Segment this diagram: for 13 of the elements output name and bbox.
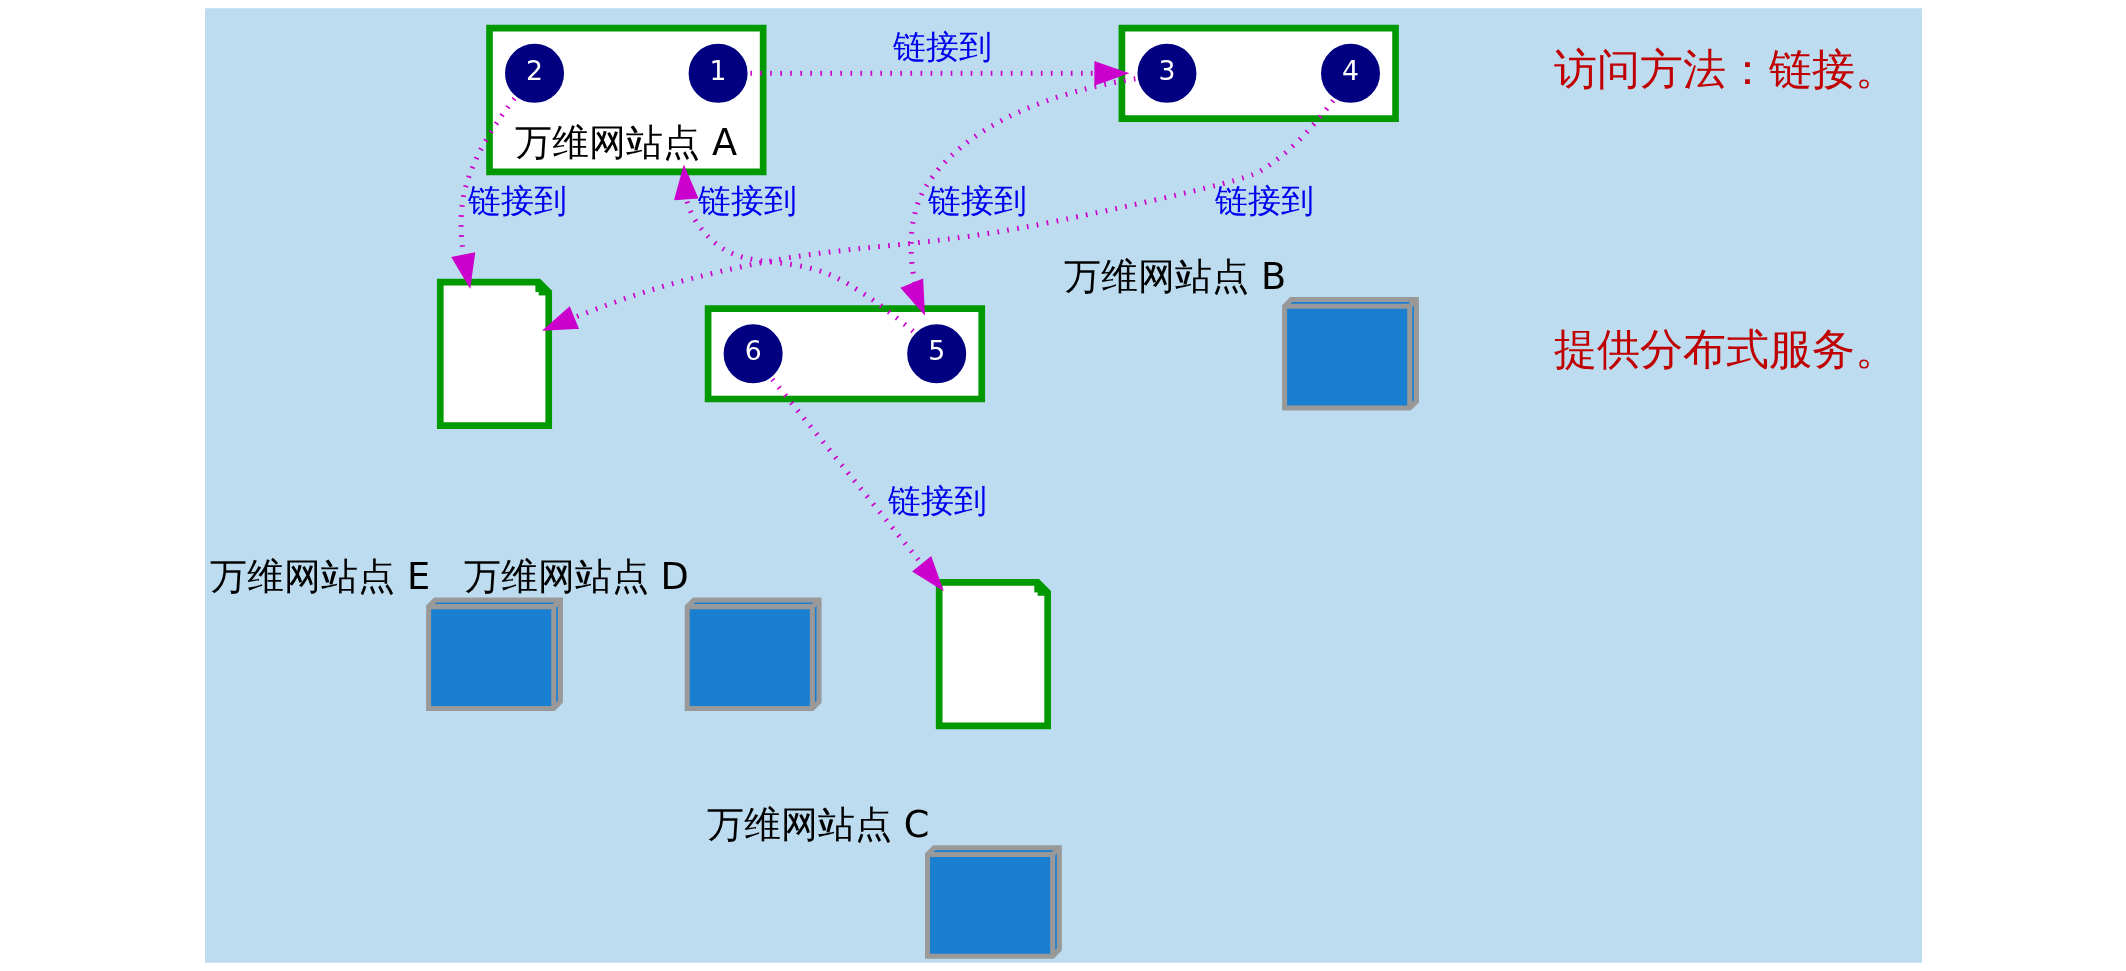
node-label: 万维网站点 C xyxy=(706,803,929,847)
node-label: 万维网站点 E xyxy=(209,555,430,599)
label: 访问方法：链接。 xyxy=(1553,43,1898,94)
edge-label: 链接到 xyxy=(1214,181,1314,220)
edge-label: 链接到 xyxy=(887,481,987,521)
node-label: 万维网站点 B xyxy=(1063,254,1286,298)
node-label: 万维网站点 D xyxy=(463,555,689,599)
label: 提供分布式服务。 xyxy=(1553,324,1898,375)
edge-label: 链接到 xyxy=(927,181,1027,220)
node-label: 万维网站点 A xyxy=(514,120,737,164)
edge-label: 链接到 xyxy=(697,181,797,220)
edge-label: 链接到 xyxy=(892,27,992,67)
edge-label: 链接到 xyxy=(467,181,567,220)
